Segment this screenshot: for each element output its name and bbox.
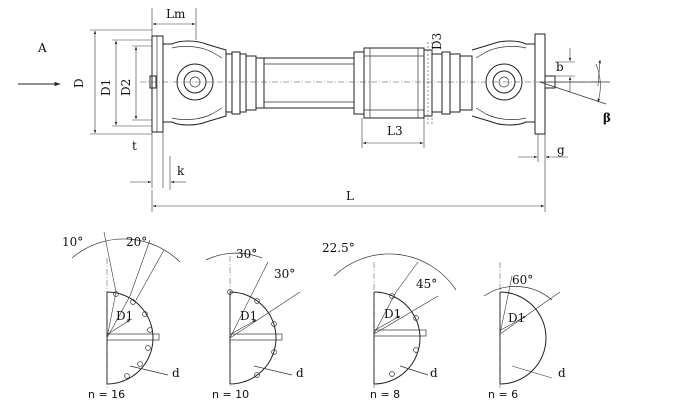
pattern-n10-d1-label: D1 [240, 309, 257, 323]
dim-beta-label: β [603, 111, 611, 125]
left-flange [151, 35, 164, 133]
pattern-n8-d1-label: D1 [384, 307, 401, 321]
pattern-n16-d1-label: D1 [116, 309, 133, 323]
pattern-n10-count: n = 10 [212, 388, 249, 401]
pattern-n6-d1-label: D1 [508, 311, 525, 325]
dim-L-label: L [346, 189, 354, 203]
right-yoke [471, 40, 536, 126]
dim-k-label: k [177, 164, 185, 178]
pattern-n16-count: n = 16 [88, 388, 125, 401]
flange-pattern-n8: 22.5° 45° D1 d n = 8 [322, 241, 457, 401]
dim-D-label: D [72, 78, 86, 88]
pattern-n8-angle-b: 45° [416, 277, 437, 291]
pattern-n8-d-label: d [430, 366, 438, 380]
dim-Lm-label: Lm [166, 7, 186, 21]
pattern-n6-count: n = 6 [488, 388, 518, 401]
view-label-a: A [37, 41, 47, 55]
spline-sleeve [363, 47, 425, 119]
pattern-n16-angle-b: 20° [126, 235, 147, 249]
pattern-n10-angle-b: 30° [274, 267, 295, 281]
dim-D1-label: D1 [99, 79, 113, 96]
pattern-n10-d-label: d [296, 366, 304, 380]
pattern-n8-angle-a: 22.5° [322, 241, 355, 255]
beta-arc [595, 63, 601, 103]
dim-g-label: g [557, 143, 565, 157]
pattern-n10-angle-a: 30° [236, 247, 257, 261]
dim-L3-label: L3 [387, 124, 403, 138]
flange-pattern-n16: 10° 20° D1 d n = 16 [62, 231, 181, 401]
flange-pattern-n6: 60° D1 d n = 6 [483, 262, 566, 401]
main-view: A [18, 7, 611, 212]
left-yoke [163, 40, 227, 126]
right-flange [534, 33, 546, 135]
dim-D2-label: D2 [119, 79, 133, 96]
pattern-n16-angle-a: 10° [62, 235, 83, 249]
pattern-n16-d-label: d [172, 366, 180, 380]
shaft-tube [263, 57, 355, 109]
dim-t-label: t [132, 139, 137, 153]
pattern-n6-angle-a: 60° [512, 273, 533, 287]
dim-b-label: b [556, 60, 564, 74]
pattern-n8-count: n = 8 [370, 388, 400, 401]
flange-pattern-n10: 30° 30° D1 d n = 10 [205, 247, 304, 401]
pattern-n6-d-label: d [558, 366, 566, 380]
dim-D3-label: D3 [430, 33, 444, 50]
